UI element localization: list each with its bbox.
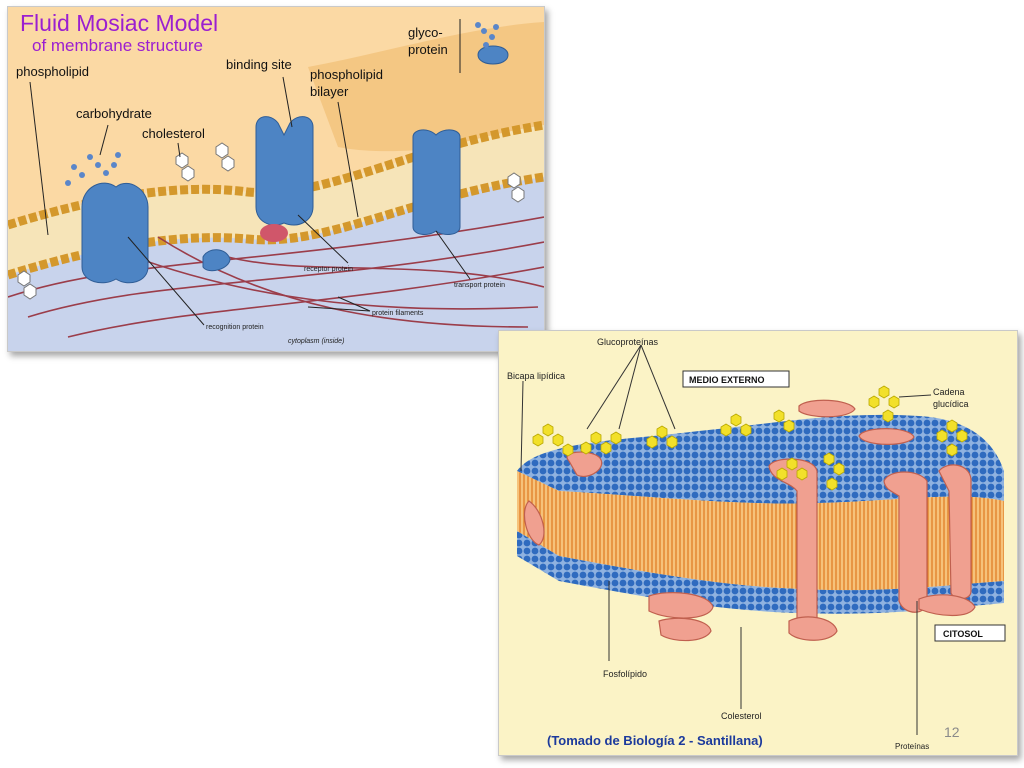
proteins-drawing bbox=[524, 399, 976, 642]
slide-number: 12 bbox=[944, 724, 960, 740]
label-cytoplasm: cytoplasm (inside) bbox=[288, 338, 344, 345]
lipid-tails bbox=[517, 471, 1004, 591]
recognition-protein-shape bbox=[81, 182, 149, 284]
label-carbohydrate: carbohydrate bbox=[76, 106, 152, 121]
source-citation: (Tomado de Biología 2 - Santillana) bbox=[547, 733, 763, 748]
cholesterol-molecules bbox=[17, 142, 525, 300]
carbohydrate-chains bbox=[65, 22, 499, 186]
label-colesterol: Colesterol bbox=[721, 711, 762, 721]
label-cadena-line2: glucídica bbox=[933, 399, 969, 409]
sugar-chains bbox=[532, 385, 968, 491]
label-cadena-line1: Cadena bbox=[933, 387, 965, 397]
label-phospholipid: phospholipid bbox=[16, 64, 89, 79]
receptor-ligand bbox=[260, 224, 288, 242]
label-fosfolipido: Fosfolípido bbox=[603, 669, 647, 679]
label-citosol: CITOSOL bbox=[943, 629, 983, 639]
label-proteinas: Proteínas bbox=[895, 742, 929, 751]
label-protein-filaments: protein filaments bbox=[372, 310, 424, 317]
label-glyco-line1: glyco- bbox=[408, 25, 443, 40]
label-bilayer-line1: phospholipid bbox=[310, 67, 383, 82]
label-glyco-line2: protein bbox=[408, 42, 448, 57]
label-medio-externo: MEDIO EXTERNO bbox=[689, 375, 765, 385]
glycoprotein-shape bbox=[477, 45, 509, 65]
label-glucoproteinas: Glucoproteínas bbox=[597, 337, 659, 347]
label-cholesterol: cholesterol bbox=[142, 126, 205, 141]
fluid-mosaic-figure: Fluid Mosiac Model of membrane structure… bbox=[7, 6, 545, 352]
inner-lipid-heads bbox=[517, 531, 1004, 614]
medio-externo-box bbox=[682, 370, 790, 388]
figure1-title-line2: of membrane structure bbox=[32, 36, 203, 55]
membrane-structure-figure-spanish: MEDIO EXTERNO CITOSOL Glucoproteínas Bic… bbox=[498, 330, 1018, 756]
label-binding-site: binding site bbox=[226, 57, 292, 72]
label-recognition-protein: recognition protein bbox=[206, 324, 264, 331]
citosol-box bbox=[934, 624, 1006, 642]
figure1-title-line1: Fluid Mosiac Model bbox=[20, 10, 218, 36]
label-transport-protein: transport protein bbox=[454, 282, 505, 289]
leader-lines bbox=[29, 19, 471, 326]
label-bicapa-lipidica: Bicapa lipídica bbox=[507, 371, 565, 381]
label-bilayer-line2: bilayer bbox=[310, 84, 349, 99]
transport-protein-shape bbox=[412, 129, 461, 235]
label-receptor-protein: receptor protein bbox=[304, 266, 353, 273]
figure2-leader-lines bbox=[520, 344, 932, 735]
membrane-proteins bbox=[81, 45, 509, 284]
